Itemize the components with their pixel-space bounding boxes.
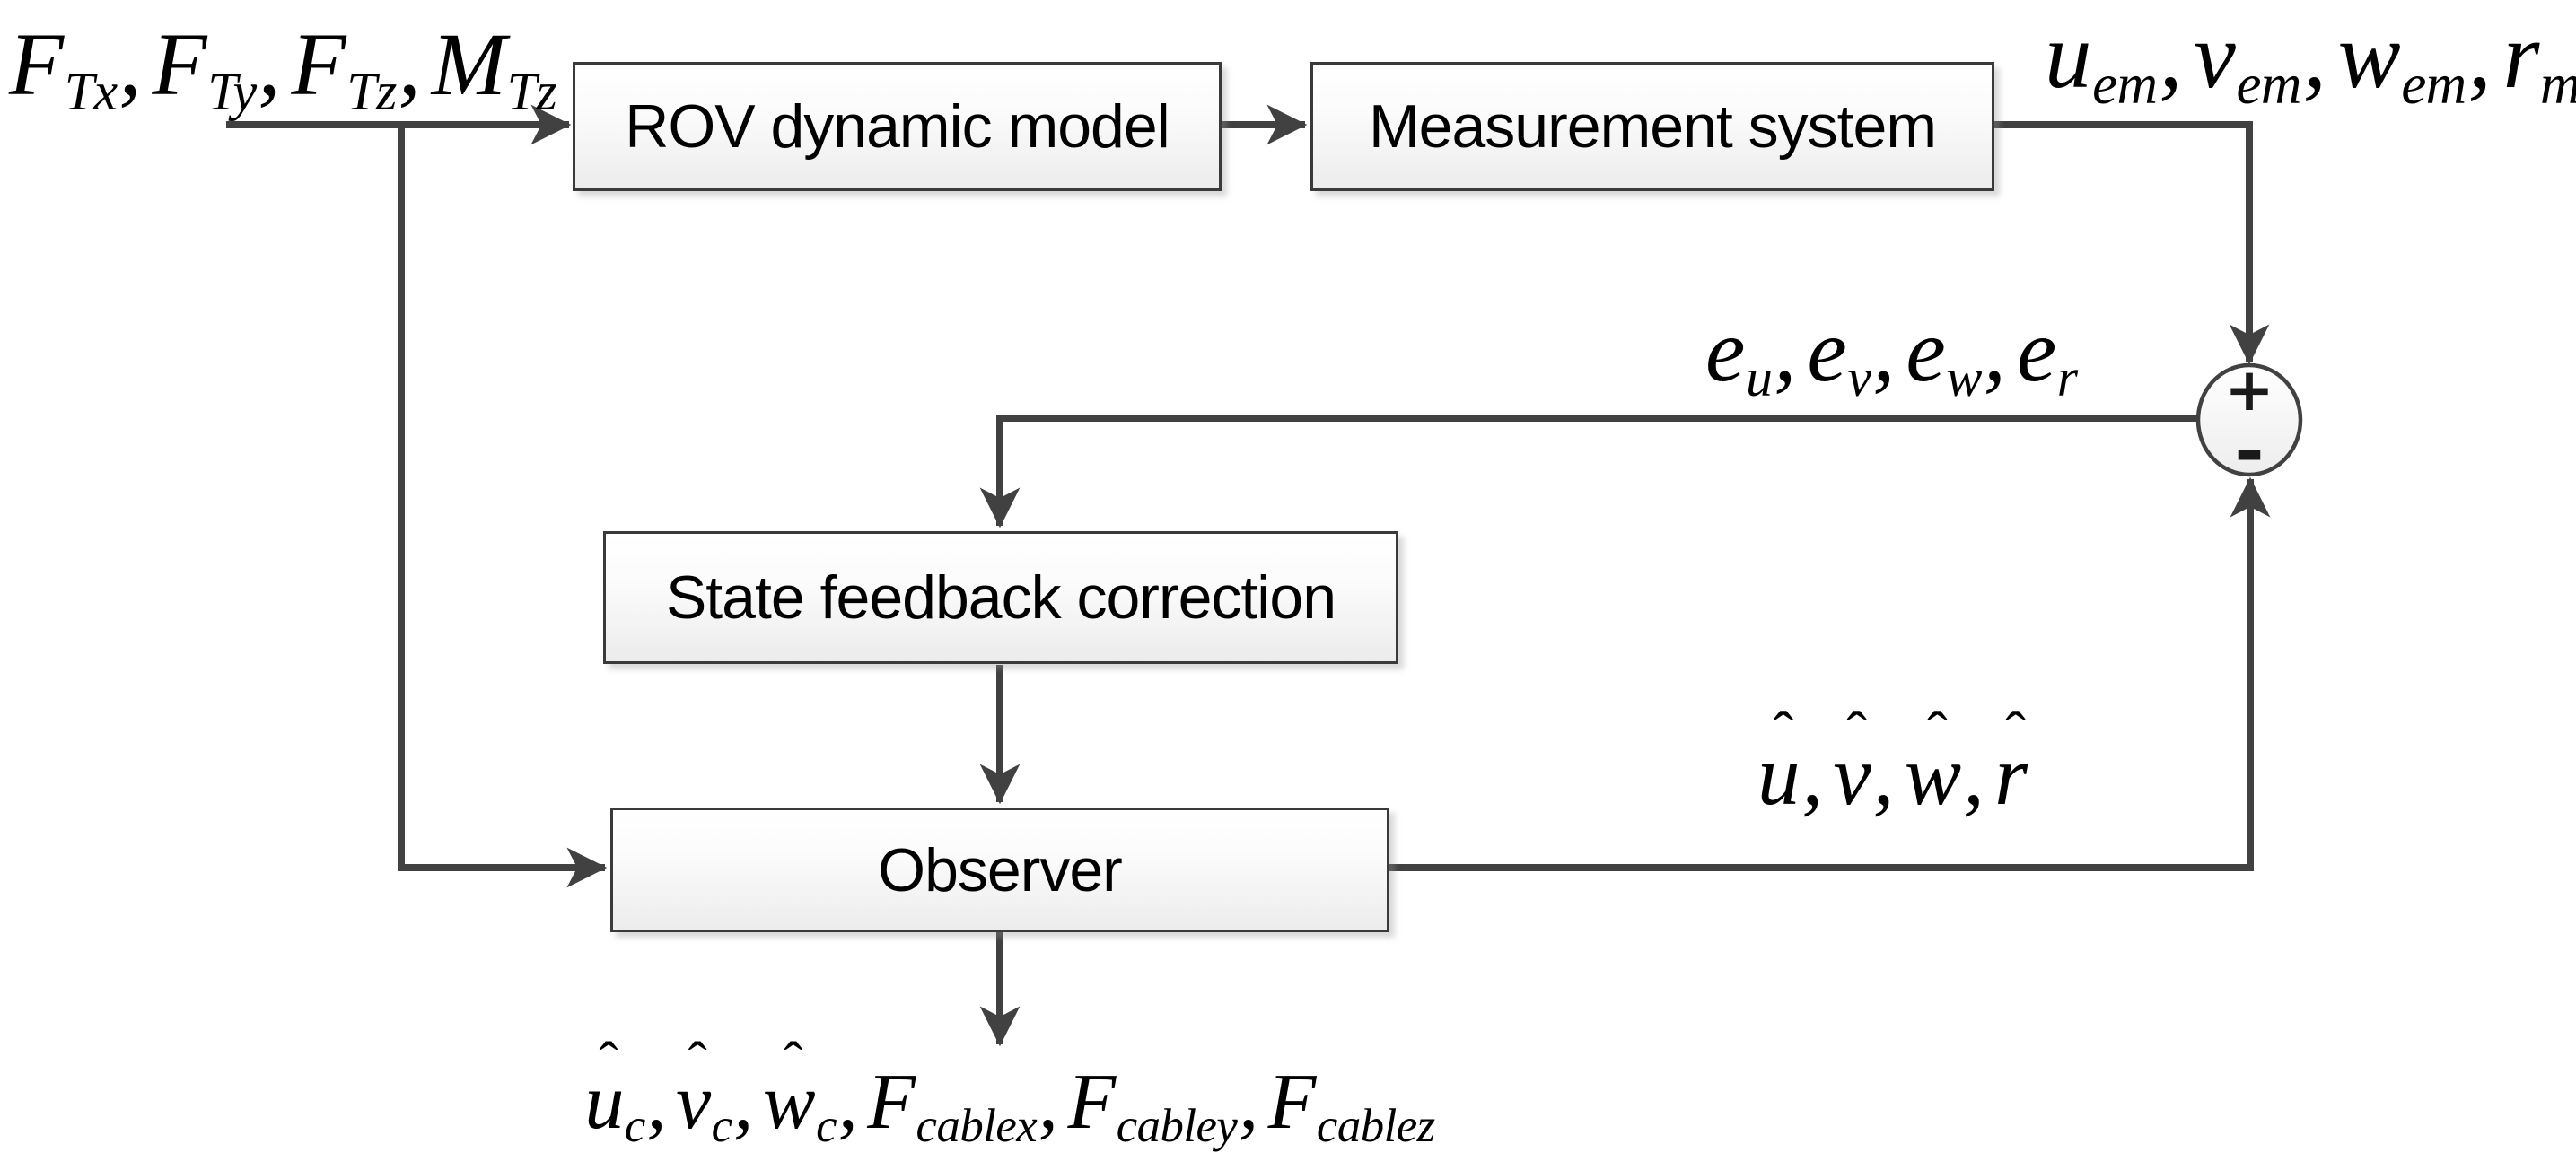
rov-dynamic-model-block: ROV dynamic model (573, 62, 1222, 191)
error-signal-label: eu,ev,ew,er (1705, 301, 2078, 407)
junction-minus-sign: - (2234, 409, 2264, 493)
measurement-system-label: Measurement system (1369, 92, 1937, 161)
measurement-system-block: Measurement system (1310, 62, 1994, 191)
wire-measurement-to-junction (1994, 121, 2270, 365)
junction-plus-sign: + (2224, 355, 2274, 424)
rov-dynamic-model-label: ROV dynamic model (625, 92, 1170, 161)
observer-label: Observer (878, 835, 1123, 904)
state-feedback-correction-block: State feedback correction (603, 531, 1398, 664)
state-feedback-correction-label: State feedback correction (665, 563, 1336, 632)
measured-output-signal-label: uem,vem,wem,rm (2045, 3, 2576, 116)
wire-observer-to-junction (1389, 476, 2271, 871)
observer-block: Observer (610, 808, 1389, 932)
thruster-input-signal-label: FTx,FTy,FTz,MTz (9, 14, 557, 121)
wire-input-branch-to-observer (398, 125, 608, 888)
wire-junction-to-state-feedback (979, 415, 2197, 528)
summing-junction (2195, 362, 2303, 477)
